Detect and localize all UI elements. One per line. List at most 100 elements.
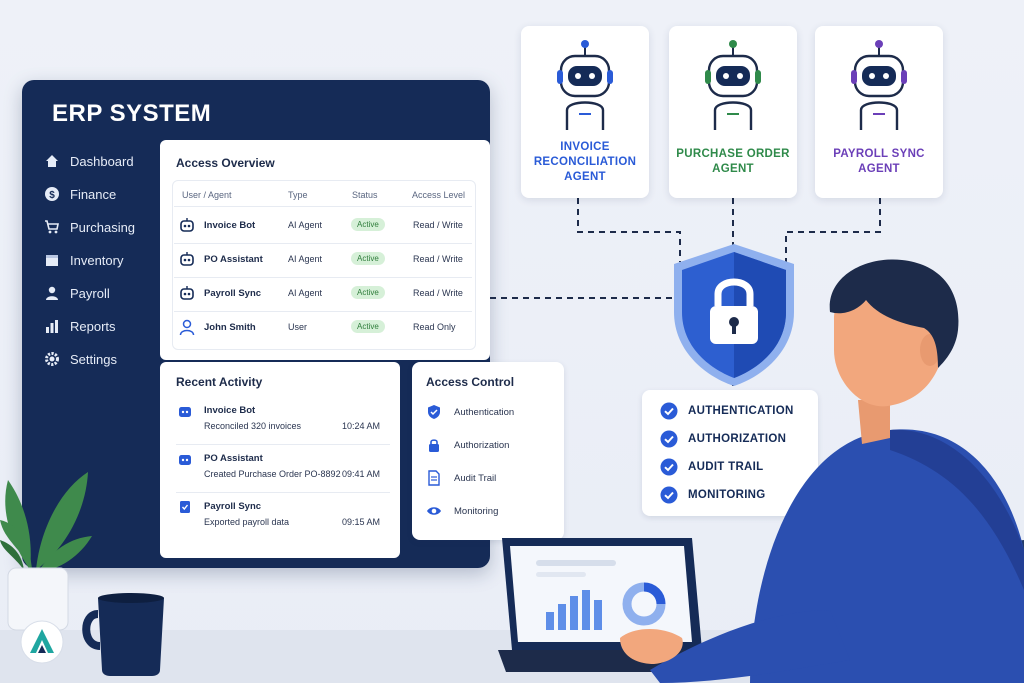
table-row[interactable]: John Smith User Active Read Only	[176, 314, 472, 342]
column-header: Type	[288, 190, 308, 200]
sidebar-item-label: Payroll	[70, 285, 110, 301]
robot-icon	[180, 252, 194, 266]
access-table	[172, 180, 476, 350]
lock-icon	[429, 439, 439, 452]
table-row[interactable]: Invoice Bot AI Agent Active Read / Write	[176, 212, 472, 240]
sidebar-item-purchasing[interactable]: Purchasing	[44, 215, 135, 239]
sidebar-item-dashboard[interactable]: Dashboard	[44, 149, 134, 173]
checklist-item: AUTHENTICATION	[660, 402, 794, 420]
status-badge: Active	[351, 252, 385, 265]
svg-text:$: $	[49, 190, 55, 201]
clipboard-check-icon	[180, 501, 190, 513]
access-control-item[interactable]: Authentication	[426, 404, 514, 420]
row-level: Read / Write	[413, 254, 463, 264]
check-circle-icon	[660, 402, 678, 420]
activity-name: PO Assistant	[204, 453, 263, 464]
laptop-icon	[498, 538, 718, 672]
sidebar-item-inventory[interactable]: Inventory	[44, 248, 123, 272]
agent-card-payroll-sync[interactable]: PAYROLL SYNC AGENT	[815, 26, 943, 198]
checklist-label: AUDIT TRAIL	[688, 461, 764, 473]
document-icon	[428, 470, 440, 486]
row-name: Invoice Bot	[204, 220, 256, 231]
agent-name-line: AGENT	[858, 163, 900, 175]
row-level: Read / Write	[413, 288, 463, 298]
agent-card-purchase-order[interactable]: PURCHASE ORDER AGENT	[669, 26, 797, 198]
access-control-label: Audit Trail	[454, 472, 497, 484]
row-level: Read / Write	[413, 220, 463, 230]
dollar-icon: $	[45, 187, 59, 201]
activity-detail: Reconciled 320 invoices	[204, 421, 302, 431]
divider	[174, 243, 472, 244]
divider	[174, 311, 472, 312]
list-item[interactable]: Invoice Bot Reconciled 320 invoices 10:2…	[176, 402, 390, 442]
check-circle-icon	[660, 430, 678, 448]
checklist-item: MONITORING	[660, 486, 766, 504]
access-control-label: Monitoring	[454, 505, 499, 517]
activity-detail: Exported payroll data	[204, 517, 290, 527]
status-badge: Active	[351, 286, 385, 299]
access-control-label: Authentication	[454, 406, 515, 418]
access-control-item[interactable]: Authorization	[426, 437, 509, 453]
agent-name-line: PURCHASE ORDER	[676, 148, 790, 160]
divider	[176, 444, 390, 445]
agent-name: INVOICE RECONCILIATION AGENT	[521, 140, 649, 185]
mug-icon	[82, 593, 164, 676]
person-icon	[46, 286, 58, 300]
activity-time: 09:41 AM	[342, 469, 381, 479]
robot-icon	[851, 40, 907, 130]
check-circle-icon	[660, 458, 678, 476]
checklist-item: AUDIT TRAIL	[660, 458, 763, 476]
sidebar-item-label: Inventory	[70, 252, 124, 268]
activity-detail: Created Purchase Order PO-8892	[204, 469, 341, 479]
agent-name-line: RECONCILIATION	[533, 156, 637, 168]
access-control-item[interactable]: Monitoring	[426, 503, 498, 519]
row-type: AI Agent	[288, 254, 323, 264]
divider	[174, 277, 472, 278]
activity-name: Invoice Bot	[204, 405, 256, 416]
check-circle-icon	[660, 486, 678, 504]
agent-name: PURCHASE ORDER AGENT	[669, 147, 797, 177]
agent-name-line: AGENT	[564, 171, 606, 183]
recent-activity-panel	[160, 362, 400, 558]
column-header: Status	[352, 190, 378, 200]
table-row[interactable]: Payroll Sync AI Agent Active Read / Writ…	[176, 280, 472, 308]
checklist-label: MONITORING	[688, 489, 766, 501]
plant-icon	[0, 472, 92, 631]
access-control-label: Authorization	[454, 439, 510, 451]
status-badge: Active	[351, 218, 385, 231]
brand-logo	[20, 620, 64, 664]
row-name: John Smith	[204, 322, 256, 333]
sidebar-item-label: Reports	[70, 318, 116, 334]
user-icon	[179, 319, 195, 336]
person-illustration	[620, 259, 1024, 683]
home-icon	[46, 155, 58, 167]
checklist-label: AUTHORIZATION	[688, 433, 787, 445]
robot-icon	[179, 455, 191, 465]
access-overview-title: Access Overview	[176, 156, 275, 170]
robot-icon	[180, 286, 194, 300]
bar-chart-icon	[46, 320, 58, 333]
sidebar-item-payroll[interactable]: Payroll	[44, 281, 110, 305]
list-item[interactable]: PO Assistant Created Purchase Order PO-8…	[176, 450, 390, 490]
row-name: Payroll Sync	[204, 288, 262, 299]
eye-icon	[427, 507, 441, 515]
activity-time: 10:24 AM	[342, 421, 381, 431]
divider	[174, 206, 472, 207]
row-type: AI Agent	[288, 220, 323, 230]
list-item[interactable]: Payroll Sync Exported payroll data 09:15…	[176, 498, 390, 538]
sidebar-item-settings[interactable]: Settings	[44, 347, 117, 371]
sidebar-item-finance[interactable]: $ Finance	[44, 182, 116, 206]
sidebar-item-label: Purchasing	[70, 219, 136, 235]
access-control-item[interactable]: Audit Trail	[426, 470, 496, 486]
recent-activity-title: Recent Activity	[176, 375, 263, 389]
row-type: User	[288, 322, 308, 332]
box-icon	[46, 255, 58, 266]
checklist-label: AUTHENTICATION	[688, 405, 794, 417]
table-row[interactable]: PO Assistant AI Agent Active Read / Writ…	[176, 246, 472, 274]
sidebar-item-reports[interactable]: Reports	[44, 314, 116, 338]
agent-card-invoice[interactable]: INVOICE RECONCILIATION AGENT	[521, 26, 649, 198]
robot-icon	[705, 40, 761, 130]
activity-name: Payroll Sync	[204, 501, 262, 512]
checklist-item: AUTHORIZATION	[660, 430, 786, 448]
column-header: User / Agent	[182, 190, 232, 200]
